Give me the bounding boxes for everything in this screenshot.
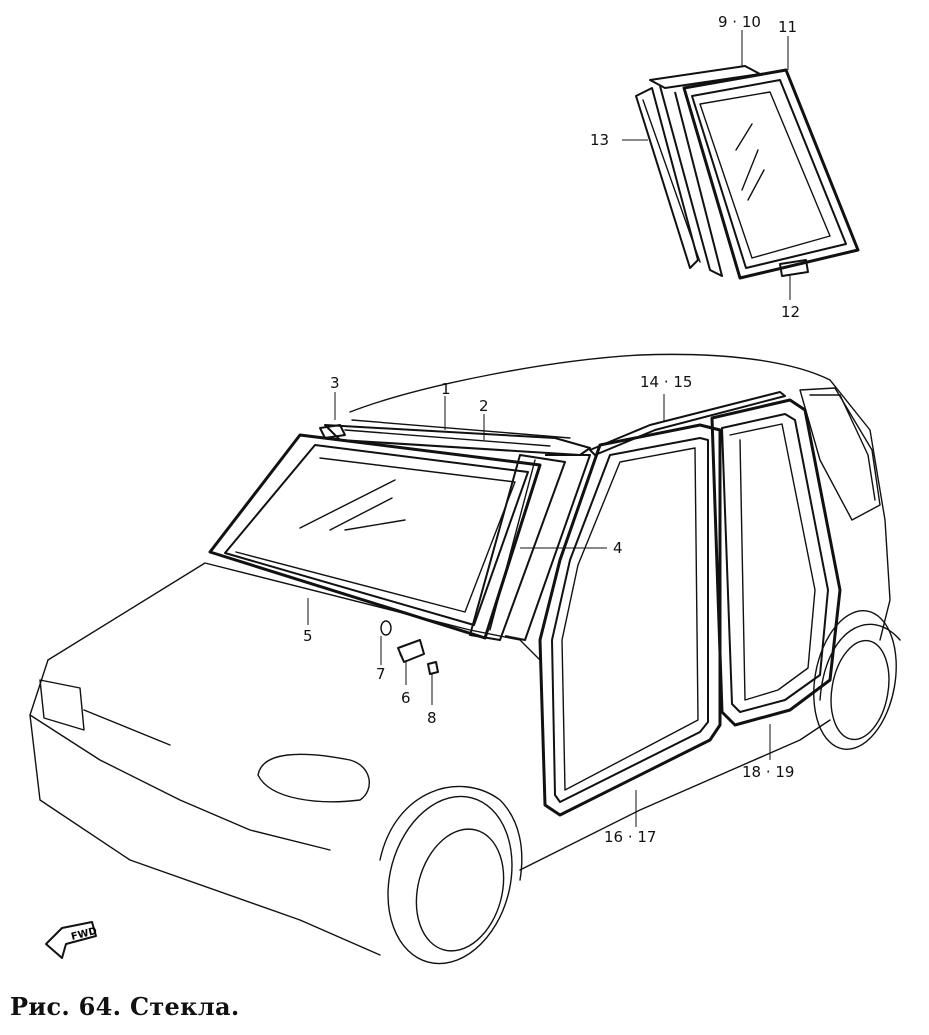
callout-12: 12 bbox=[781, 303, 800, 321]
callout-9-10: 9 · 10 bbox=[718, 13, 761, 31]
callout-11: 11 bbox=[778, 18, 797, 36]
fwd-label: FWD bbox=[70, 926, 98, 943]
callout-13: 13 bbox=[590, 131, 609, 149]
callout-3: 3 bbox=[330, 374, 340, 392]
callout-2: 2 bbox=[479, 397, 489, 415]
front-door-seal bbox=[538, 423, 722, 817]
fwd-arrow: FWD bbox=[45, 921, 98, 959]
quarter-glass-assembly bbox=[635, 65, 860, 280]
callouts: 1 2 3 4 5 6 7 8 9 · 10 11 12 13 14 · 15 … bbox=[303, 13, 800, 846]
rear-door-seal bbox=[710, 398, 842, 727]
callout-16-17: 16 · 17 bbox=[604, 828, 656, 846]
callout-7: 7 bbox=[376, 665, 386, 683]
callout-4: 4 bbox=[613, 539, 623, 557]
callout-6: 6 bbox=[401, 689, 411, 707]
car-body bbox=[29, 353, 901, 965]
windshield bbox=[208, 419, 591, 641]
roof-side-molding bbox=[589, 391, 786, 456]
callout-1: 1 bbox=[441, 380, 451, 398]
small-parts bbox=[380, 620, 439, 675]
callout-18-19: 18 · 19 bbox=[742, 763, 794, 781]
figure-caption: Рис. 64. Стекла. bbox=[10, 992, 240, 1021]
leader-lines bbox=[307, 30, 791, 827]
callout-5: 5 bbox=[303, 627, 313, 645]
callout-14-15: 14 · 15 bbox=[640, 373, 692, 391]
callout-8: 8 bbox=[427, 709, 437, 727]
